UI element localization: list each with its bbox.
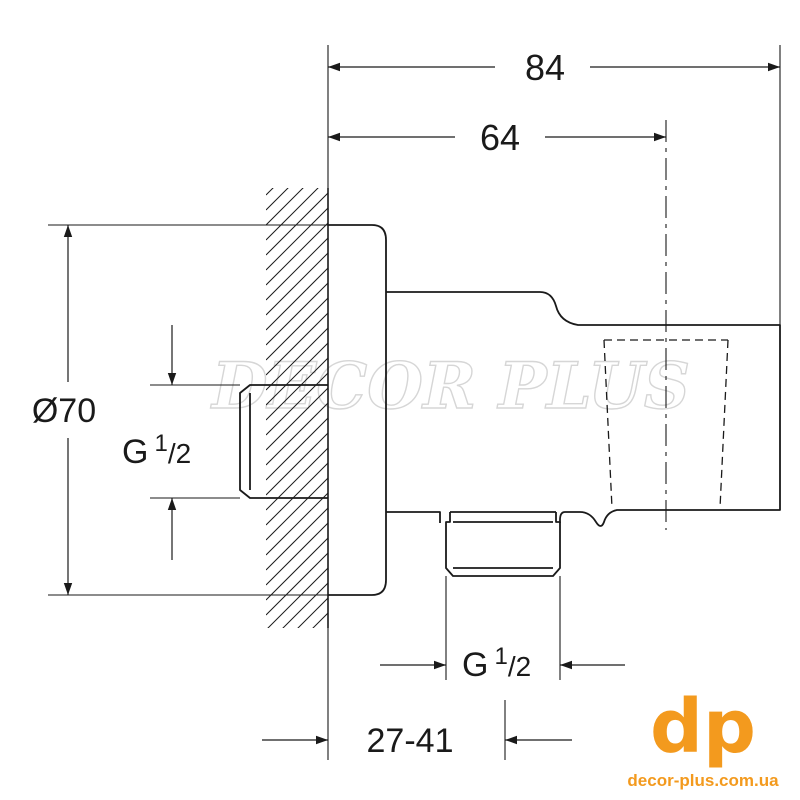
dim-84-label: 84: [525, 47, 565, 88]
hatch-line: [266, 192, 328, 256]
hatch-line: [266, 477, 328, 541]
hatch-line: [266, 188, 274, 196]
dim-64-label: 64: [480, 117, 520, 158]
hatch-line: [266, 492, 328, 556]
hatch-line: [266, 222, 328, 286]
hatch-line: [266, 673, 328, 735]
hatch-line: [327, 627, 328, 628]
site-url: decor-plus.com.ua: [627, 771, 779, 790]
hatch-line: [266, 188, 319, 241]
hatch-line: [266, 447, 328, 511]
hatch-line: [266, 188, 304, 226]
hatch-line: [266, 387, 328, 451]
hatch-line: [266, 417, 328, 481]
hatch-line: [266, 522, 328, 586]
hatch-line: [266, 688, 328, 750]
brand-logo: dp: [650, 684, 756, 770]
hatch-line: [266, 402, 328, 466]
hatch-line: [266, 342, 328, 406]
dim-diameter-label: Ø70: [32, 392, 96, 430]
hatch-line: [282, 582, 328, 628]
hatch-line: [297, 597, 328, 628]
hatch-line: [266, 237, 328, 301]
hatch-line: [266, 282, 328, 346]
hatch-line: [266, 188, 289, 211]
hatch-line: [266, 552, 328, 616]
hatch-line: [266, 207, 328, 271]
hatch-line: [266, 658, 328, 720]
hatch-line: [266, 267, 328, 331]
hatch-line: [266, 432, 328, 496]
hatch-line: [266, 537, 328, 601]
hatch-line: [266, 297, 328, 361]
hatch-line: [312, 612, 328, 628]
hatch-line: [266, 252, 328, 316]
wall-hatching: [266, 118, 328, 765]
hatch-line: [266, 327, 328, 391]
hatch-line: [266, 372, 328, 436]
neck-lower-outline: [386, 511, 441, 523]
hatch-line: [266, 118, 328, 180]
watermark-text: DECOR PLUS: [210, 349, 690, 424]
hidden-cone: [603, 339, 729, 509]
extension-lines: [48, 45, 781, 760]
dim-projection-label: 27-41: [367, 722, 454, 760]
hatch-line: [266, 643, 328, 705]
fitting-body: [239, 224, 781, 596]
hatch-line: [266, 357, 328, 421]
holder-outline: [386, 291, 781, 527]
flange-outline: [328, 224, 387, 596]
hatch-line: [266, 312, 328, 376]
hatch-line: [266, 462, 328, 526]
hatch-line: [267, 567, 328, 628]
hatch-line: [266, 703, 328, 765]
outlet-nipple-outline: [445, 512, 561, 577]
wall-nipple-outline: [239, 384, 328, 499]
hatch-line: [266, 507, 328, 571]
